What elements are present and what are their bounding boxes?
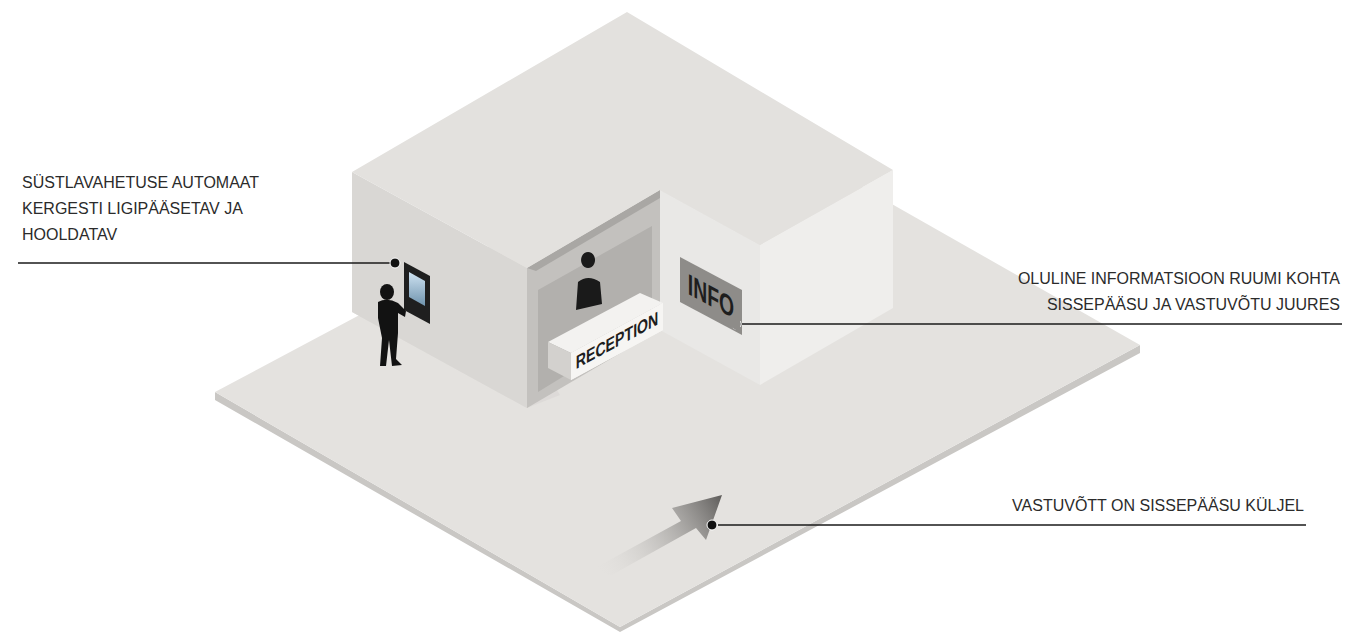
callout-text: VASTUVÕTT ON SISSEPÄÄSU KÜLJEL — [900, 493, 1304, 519]
desk-front — [571, 303, 663, 380]
callout-text: OLULINE INFORMATSIOON RUUMI KOHTA SISSEP… — [975, 266, 1340, 318]
reception-desk-face: RECEPTION — [571, 303, 663, 380]
leader-line — [742, 323, 1342, 325]
person-silhouette — [378, 284, 406, 366]
leader-line — [718, 524, 1306, 526]
vending-screen — [409, 272, 425, 306]
info-sign: INFO — [682, 260, 740, 332]
leader-dot — [707, 520, 717, 530]
vending-machine — [404, 262, 430, 324]
person-silhouette — [576, 252, 602, 310]
roof — [352, 12, 893, 268]
info-panel — [680, 257, 742, 335]
node-text: INFO — [688, 266, 734, 326]
callout-text: SÜSTLAVAHETUSE AUTOMAAT KERGESTI LIGIPÄÄ… — [22, 170, 297, 248]
leader-dot — [390, 258, 400, 268]
desk-side — [548, 342, 571, 380]
node-text: RECEPTION — [576, 308, 659, 375]
leader-line — [18, 262, 390, 264]
entrance-arrow — [595, 495, 722, 576]
